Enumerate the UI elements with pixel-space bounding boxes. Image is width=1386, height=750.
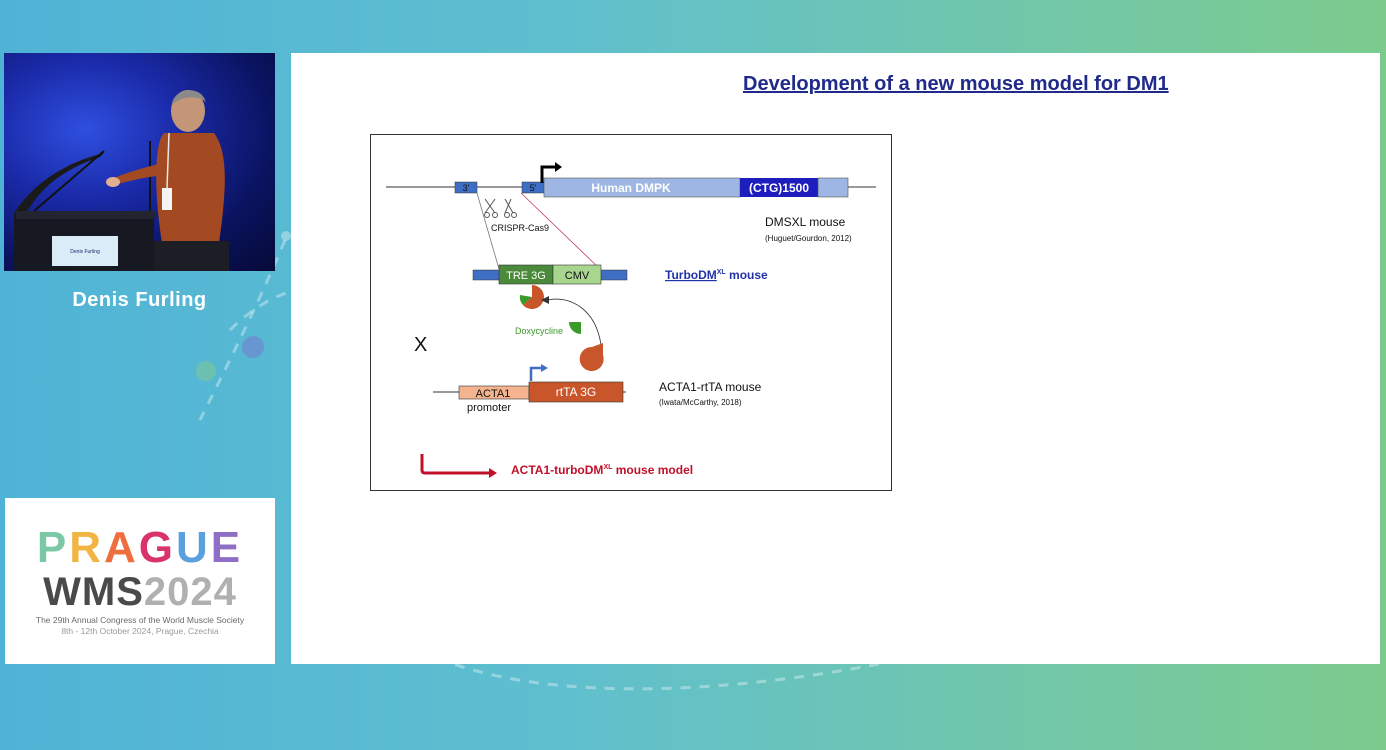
result-label-suffix: mouse model [612, 463, 693, 477]
congress-logo: PRAGUE WMS2024 The 29th Annual Congress … [5, 498, 275, 664]
three-prime-arm [454, 181, 478, 194]
activation-arrow [546, 298, 602, 346]
mouse-model-diagram: 3' 5' Human DMPK (CTG)1500 DMSXL mouse (… [370, 134, 892, 491]
ctg-repeat-block [740, 178, 818, 197]
dmsxl-mouse-label: DMSXL mouse [765, 215, 846, 229]
turbo-mouse-main: TurboDM [665, 268, 717, 282]
ctg-repeat-label: (CTG)1500 [749, 181, 809, 195]
result-label-main: ACTA1-turboDM [511, 463, 603, 477]
turbo-mouse-label: TurboDMXL mouse [665, 268, 768, 282]
logo-subtitle: The 29th Annual Congress of the World Mu… [35, 615, 245, 625]
podium-sign-text: Denis Furling [70, 249, 100, 255]
rtta-protein-icon [579, 343, 604, 371]
doxycycline-label: Doxycycline [515, 326, 563, 336]
logo-letter: P [36, 523, 70, 572]
result-label: ACTA1-turboDMXL mouse model [511, 463, 693, 477]
logo-wms: WMS [43, 570, 144, 614]
rtta-promoter-arrow [529, 366, 542, 381]
cmv-block [552, 264, 602, 285]
result-arrow [420, 454, 489, 475]
turbo-mouse-suffix: mouse [726, 268, 768, 282]
slide-title: Development of a new mouse model for DM1 [743, 73, 1169, 95]
crispr-label: CRISPR-Cas9 [491, 223, 549, 233]
right-guide-line [520, 192, 601, 270]
logo-letter: G [138, 523, 176, 572]
doxycycline-icon [569, 322, 581, 334]
rtta-dox-complex-icon [519, 285, 544, 309]
logo-prague-wordmark: PRAGUE [5, 524, 275, 572]
rtta-3g-label: rtTA 3G [556, 385, 596, 399]
left-guide-line [476, 192, 500, 270]
speaker-video: Denis Furling [4, 53, 275, 271]
presentation-slide: Development of a new mouse model for DM1… [291, 53, 1380, 664]
scissors-icon [484, 198, 517, 218]
logo-dates: 8th - 12th October 2024, Prague, Czechia [61, 626, 219, 636]
logo-letter: A [103, 523, 139, 572]
dmpk-promoter-arrow [540, 165, 555, 183]
turbo-mouse-sup: XL [717, 269, 727, 276]
cross-symbol: X [414, 334, 427, 356]
cmv-label: CMV [565, 270, 590, 282]
logo-wms-year: WMS2024 [5, 571, 275, 613]
speaker-name: Denis Furling [72, 289, 207, 311]
logo-letter: E [210, 523, 244, 572]
promoter-label: promoter [467, 402, 511, 414]
acta1-mouse-label: ACTA1-rtTA mouse [659, 380, 762, 394]
result-label-sup: XL [603, 464, 613, 471]
three-prime-label: 3' [463, 183, 470, 193]
tre-3g-label: TRE 3G [506, 270, 546, 282]
dmpk-tail [817, 177, 849, 198]
five-prime-label: 5' [530, 183, 537, 193]
human-dmpk-label: Human DMPK [591, 181, 671, 195]
acta1-citation: (Iwata/McCarthy, 2018) [659, 398, 742, 407]
rtta-3g-block [528, 381, 624, 403]
logo-year: 2024 [143, 570, 237, 614]
logo-letter: R [69, 523, 104, 572]
acta1-promoter-label: ACTA1 [476, 388, 511, 400]
dmsxl-citation: (Huguet/Gourdon, 2012) [765, 234, 852, 243]
logo-letter: U [176, 523, 211, 572]
